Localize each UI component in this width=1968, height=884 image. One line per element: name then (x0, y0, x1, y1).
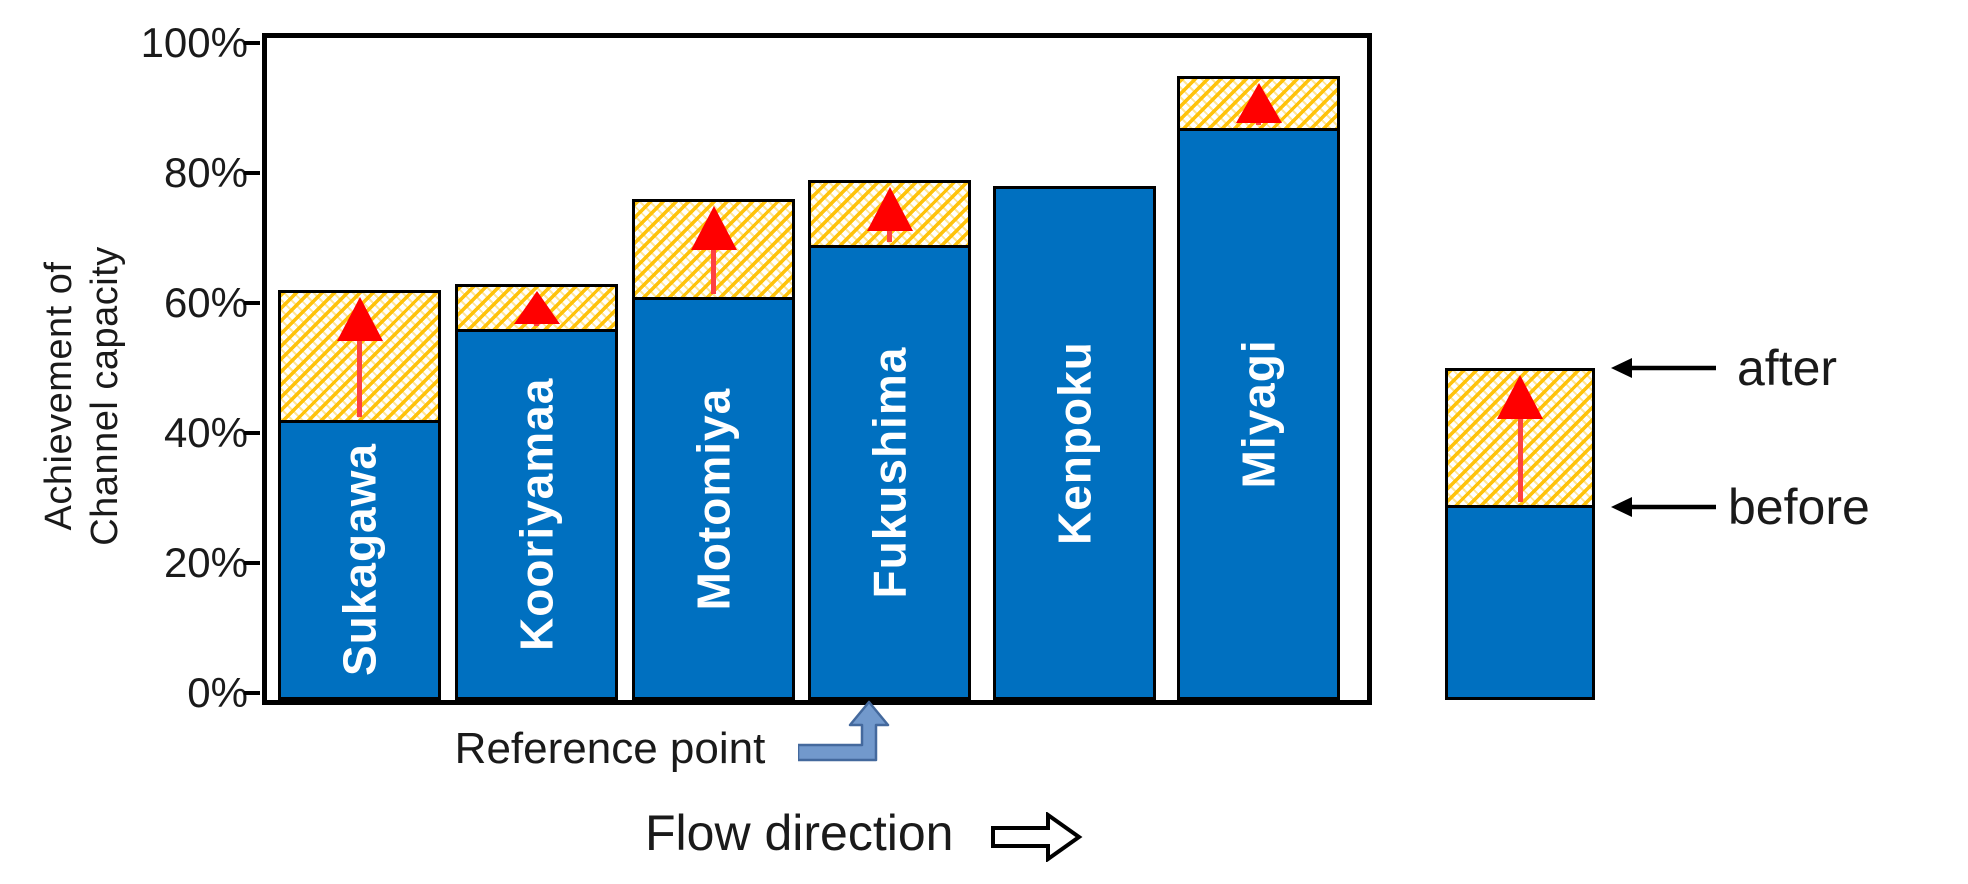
bar-before-motomiya: Motomiya (632, 296, 795, 700)
y-tick-mark (244, 301, 260, 305)
y-tick-label: 20% (163, 539, 248, 586)
y-tick-mark (244, 561, 260, 565)
flow-direction-arrow-icon (991, 812, 1083, 862)
y-tick-label: 40% (163, 409, 248, 456)
y-tick-mark (244, 171, 260, 175)
bar-after-hatch-miyagi (1177, 75, 1340, 131)
y-tick-mark (244, 41, 260, 45)
bar-before-sukagawa: Sukagawa (278, 420, 441, 700)
increase-arrow-icon (513, 290, 560, 326)
plot-frame (262, 33, 1372, 705)
bar-after-hatch-sukagawa (278, 290, 441, 423)
legend-after-label: after (1737, 340, 1838, 396)
flow-direction-label: Flow direction (645, 805, 954, 861)
bar-before-kooriyamaa: Kooriyamaa (455, 329, 618, 700)
y-tick-mark (244, 431, 260, 435)
y-tick-label: 80% (163, 149, 248, 196)
increase-arrow-icon (690, 206, 737, 294)
y-tick-mark (244, 691, 260, 695)
y-tick-label: 100% (140, 19, 248, 66)
bar-label: Kooriyamaa (510, 377, 563, 652)
y-axis-title-line1: Achievement of (38, 261, 80, 531)
increase-arrow-icon (1235, 82, 1282, 125)
bar-before-fukushima: Fukushima (808, 244, 971, 700)
bar-label: Sukagawa (333, 443, 386, 677)
legend-before-label: before (1728, 479, 1870, 535)
bar-after-hatch-kooriyamaa (455, 283, 618, 332)
increase-arrow-icon (1497, 375, 1543, 502)
legend-before-swatch (1445, 504, 1595, 700)
bar-before-kenpoku: Kenpoku (993, 186, 1156, 700)
bar-label: Fukushima (863, 346, 916, 599)
bar-label: Miyagi (1232, 339, 1285, 489)
legend-before-arrow-icon (1611, 497, 1716, 517)
y-tick-label: 0% (187, 669, 248, 716)
bar-after-hatch-fukushima (808, 179, 971, 248)
reference-point-elbow-arrow-icon (798, 700, 890, 762)
increase-arrow-icon (336, 297, 383, 417)
increase-arrow-icon (866, 186, 913, 242)
bar-before-miyagi: Miyagi (1177, 127, 1340, 700)
bar-label: Kenpoku (1048, 341, 1101, 545)
bar-after-hatch-motomiya (632, 199, 795, 300)
y-tick-label: 60% (163, 279, 248, 326)
bar-label: Motomiya (687, 386, 740, 610)
reference-point-label: Reference point (454, 724, 766, 773)
legend-after-arrow-icon (1611, 358, 1716, 378)
legend-after-swatch (1445, 368, 1595, 508)
